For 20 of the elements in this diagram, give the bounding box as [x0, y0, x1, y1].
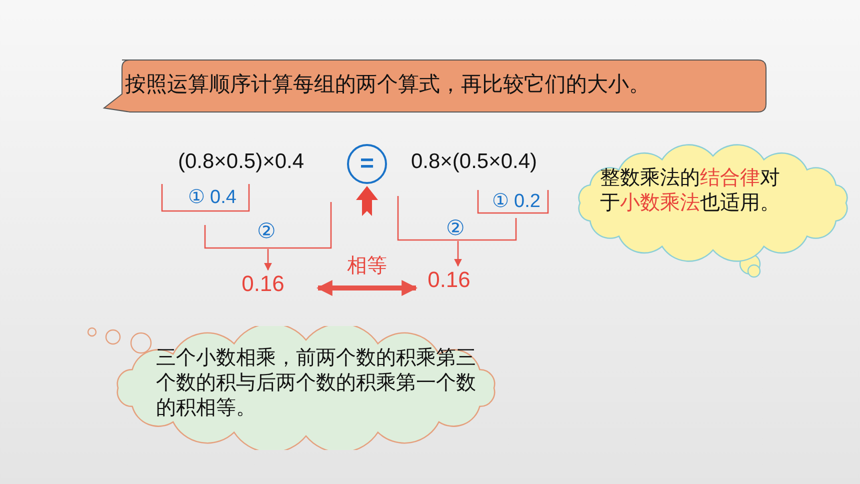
step-number: ②	[446, 216, 465, 242]
step-number: ②	[257, 219, 276, 245]
block-arrow	[356, 186, 378, 216]
expression-text: (0.8×0.5)×0.4	[150, 146, 332, 178]
arrow	[454, 241, 462, 267]
speech-bubble	[100, 58, 768, 114]
arrow	[264, 249, 272, 271]
conclusion-text: 三个小数相乘，前两个数的积乘第三个数的积与后两个数的积乘第一个数的积相等。	[156, 346, 477, 421]
expression-text: 0.8×(0.5×0.4)	[384, 146, 564, 178]
result-value: 0.16	[236, 270, 290, 298]
step-number: ①	[188, 186, 206, 210]
edge-label: 相等	[346, 254, 388, 279]
result-value: 0.16	[422, 266, 476, 294]
instruction-text: 按照运算顺序计算每组的两个算式，再比较它们的大小。	[125, 72, 650, 98]
intermediate-result: 0.2	[514, 190, 540, 214]
rule-text: 整数乘法的结合律对于小数乘法也适用。	[600, 166, 781, 216]
step-number: ①	[492, 190, 510, 214]
intermediate-result: 0.4	[210, 186, 236, 210]
arrow	[316, 280, 418, 296]
equals-sign: =	[347, 144, 387, 184]
